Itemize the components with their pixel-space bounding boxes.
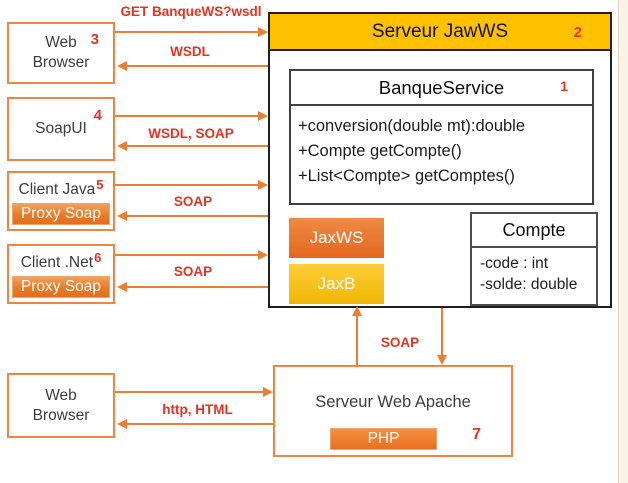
arrow-http-right bbox=[115, 387, 273, 397]
arrow-soap-down bbox=[437, 308, 447, 365]
arrow-line bbox=[115, 391, 264, 393]
arrow-line bbox=[115, 115, 259, 117]
arrow-line bbox=[356, 315, 358, 365]
apache-title: Serveur Web Apache bbox=[315, 393, 471, 411]
compte-attributes: -code : int -solde: double bbox=[472, 248, 596, 295]
label-soap-vertical: SOAP bbox=[380, 335, 420, 350]
node-client-java: Client Java5 Proxy Soap bbox=[7, 171, 115, 231]
method-conversion: +conversion(double mt):double bbox=[298, 117, 526, 135]
step-number-3: 3 bbox=[90, 31, 99, 48]
soapui-label: SoapUI bbox=[35, 119, 87, 137]
arrow-soapui-right bbox=[115, 111, 268, 121]
step-number-4: 4 bbox=[93, 107, 102, 124]
arrowhead-left-icon bbox=[117, 141, 127, 151]
arrowhead-right-icon bbox=[258, 111, 268, 121]
client-java-title: Client Java5 bbox=[9, 177, 113, 199]
arrow-java-right bbox=[115, 180, 268, 190]
page-edge-strip bbox=[618, 0, 628, 483]
node-serveur-jawws: Serveur JawWS 2 BanqueService 1 +convers… bbox=[268, 12, 612, 308]
step-number-6: 6 bbox=[94, 250, 102, 265]
compte-title: Compte bbox=[502, 219, 566, 240]
method-getcompte: +Compte getCompte() bbox=[298, 142, 462, 160]
class-compte: Compte -code : int -solde: double bbox=[470, 212, 598, 306]
arrowhead-right-icon bbox=[258, 180, 268, 190]
arrowhead-up-icon bbox=[352, 306, 362, 316]
banqueservice-methods: +conversion(double mt):double +Compte ge… bbox=[291, 106, 592, 189]
node-web-browser-top: Web Browser 3 bbox=[7, 22, 115, 84]
jawws-title: Serveur JawWS bbox=[371, 20, 509, 42]
arrowhead-down-icon bbox=[437, 355, 447, 365]
node-serveur-web-apache: Serveur Web Apache PHP 7 bbox=[273, 365, 513, 457]
arrow-line bbox=[126, 145, 268, 147]
arrow-net-left bbox=[117, 282, 268, 292]
arrowhead-left-icon bbox=[117, 282, 127, 292]
compte-header: Compte bbox=[472, 214, 596, 248]
arrow-line bbox=[441, 308, 443, 356]
arrowhead-left-icon bbox=[117, 211, 127, 221]
node-web-browser-bottom: Web Browser bbox=[7, 373, 115, 438]
arrow-line bbox=[126, 65, 268, 67]
client-java-label: Client Java bbox=[18, 181, 96, 198]
method-getcomptes: +List<Compte> getComptes() bbox=[298, 167, 515, 185]
label-wsdl-soap: WSDL, SOAP bbox=[148, 126, 234, 141]
arrow-html-left bbox=[117, 419, 273, 429]
proxy-soap-net: Proxy Soap bbox=[12, 276, 110, 298]
arrow-line bbox=[126, 286, 268, 288]
banqueservice-title: BanqueService bbox=[378, 76, 505, 98]
arrowhead-right-icon bbox=[263, 387, 273, 397]
arrowhead-right-icon bbox=[258, 27, 268, 37]
step-number-7: 7 bbox=[472, 426, 481, 443]
chip-jaxb: JaxB bbox=[289, 264, 384, 304]
label-soap-net: SOAP bbox=[173, 264, 213, 279]
arrow-net-right bbox=[115, 250, 268, 260]
class-banqueservice: BanqueService 1 +conversion(double mt):d… bbox=[289, 69, 594, 205]
label-soap-java: SOAP bbox=[173, 194, 213, 209]
label-get-banquews: GET BanqueWS?wsdl bbox=[120, 4, 262, 19]
arrowhead-left-icon bbox=[117, 61, 127, 71]
web-browser-top-label: Web Browser bbox=[32, 33, 90, 71]
arrow-line bbox=[115, 31, 259, 33]
chip-php: PHP bbox=[330, 428, 437, 450]
client-net-title: Client .Net6 bbox=[9, 250, 113, 272]
arrow-java-left bbox=[117, 211, 268, 221]
chip-jaxws: JaxWS bbox=[289, 218, 384, 258]
jawws-header: Serveur JawWS 2 bbox=[270, 14, 610, 51]
banqueservice-header: BanqueService 1 bbox=[291, 71, 592, 106]
arrow-soapui-left bbox=[117, 141, 268, 151]
arrowhead-right-icon bbox=[258, 250, 268, 260]
attr-code: -code : int bbox=[480, 255, 549, 272]
arrow-line bbox=[126, 423, 273, 425]
label-http-html: http, HTML bbox=[162, 402, 233, 417]
client-net-label: Client .Net bbox=[20, 254, 94, 271]
arrow-line bbox=[126, 215, 268, 217]
label-wsdl: WSDL bbox=[170, 44, 210, 59]
proxy-soap-java: Proxy Soap bbox=[12, 203, 110, 225]
web-browser-bottom-label: Web Browser bbox=[32, 386, 90, 424]
node-client-net: Client .Net6 Proxy Soap bbox=[7, 244, 115, 304]
arrow-line bbox=[115, 184, 259, 186]
attr-solde: -solde: double bbox=[480, 276, 578, 293]
arrow-wsdl-left bbox=[117, 61, 268, 71]
arrowhead-left-icon bbox=[117, 419, 127, 429]
arrow-soap-up bbox=[352, 306, 362, 365]
step-number-5: 5 bbox=[96, 177, 104, 192]
node-soapui: SoapUI 4 bbox=[7, 97, 115, 161]
arrow-get-banquews-right bbox=[115, 27, 268, 37]
step-number-2: 2 bbox=[573, 24, 582, 41]
arrow-line bbox=[115, 254, 259, 256]
step-number-1: 1 bbox=[560, 78, 568, 94]
